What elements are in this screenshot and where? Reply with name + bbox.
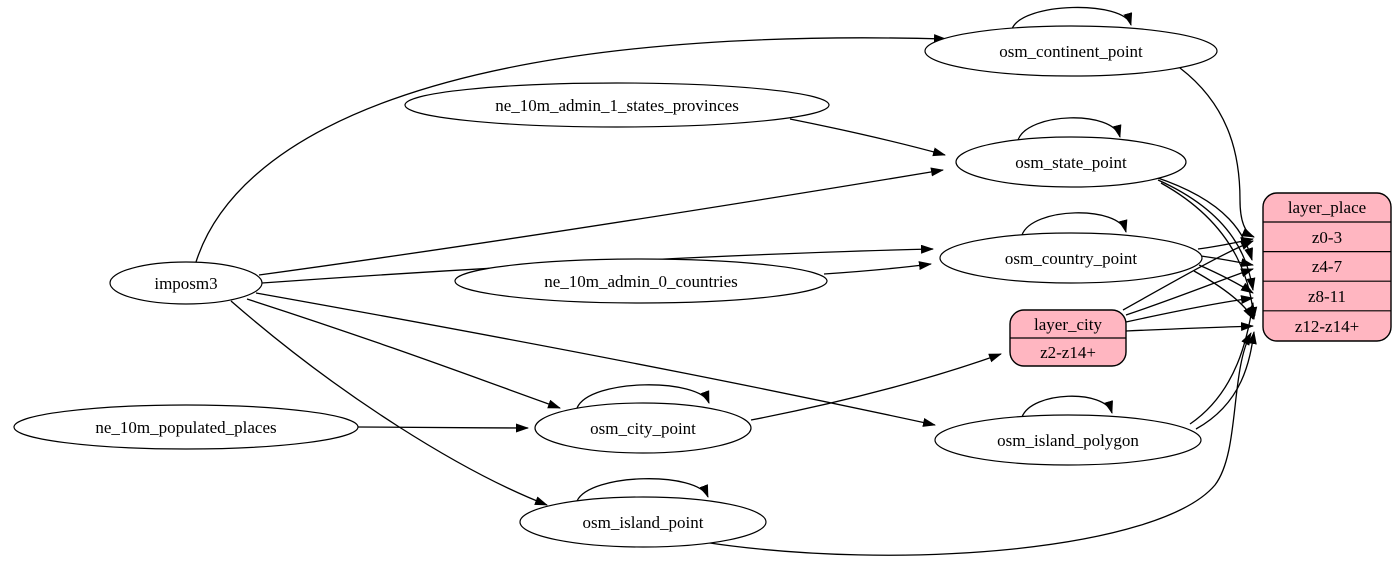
node-osm_island_point-label: osm_island_point bbox=[583, 513, 704, 532]
edge-osm_island_polygon-layer_place-z12-z14 bbox=[1195, 331, 1257, 430]
edge-osm_country_point-layer_place-z12-z14 bbox=[1193, 270, 1254, 320]
edge-osm_country_point-layer_place-z0-3 bbox=[1197, 236, 1254, 250]
edge-osm_city_point-layer_city-z2 bbox=[750, 353, 1002, 421]
node-ne_10m_populated_places-shape bbox=[13, 404, 359, 450]
node-osm_island_polygon-shape bbox=[934, 414, 1202, 466]
node-ne_10m_admin_1_states_provinces: ne_10m_admin_1_states_provinces bbox=[404, 82, 830, 128]
edge-imposm3-osm_continent_point bbox=[195, 34, 947, 263]
node-osm_island_polygon-label: osm_island_polygon bbox=[997, 431, 1139, 450]
node-osm_state_point-shape bbox=[955, 136, 1187, 188]
selfloop-osm_continent_point bbox=[1011, 6, 1133, 30]
record-layer_place-row-z12-z14: z12-z14+ bbox=[1295, 317, 1359, 336]
edge-imposm3-osm_state_point bbox=[258, 167, 944, 276]
record-layer_place-title: layer_place bbox=[1288, 198, 1366, 217]
edges bbox=[195, 6, 1258, 556]
node-osm_island_polygon: osm_island_polygon bbox=[934, 414, 1202, 466]
node-ne_10m_admin_0_countries-shape bbox=[454, 258, 828, 304]
node-osm_continent_point: osm_continent_point bbox=[924, 25, 1218, 77]
node-osm_city_point-shape bbox=[534, 402, 752, 454]
node-imposm3-shape bbox=[109, 261, 263, 305]
record-layer_place-row-z8-11: z8-11 bbox=[1308, 287, 1346, 306]
edge-layer_city-layer_place-z12-z14 bbox=[1125, 322, 1254, 332]
record-layer_city: layer_city z2-z14+ bbox=[1009, 309, 1127, 367]
edge-imposm3-osm_island_polygon bbox=[255, 292, 936, 427]
node-osm_city_point-label: osm_city_point bbox=[590, 419, 696, 438]
edge-osm_island_point-layer_place-z12-z14 bbox=[702, 332, 1252, 556]
record-layer_city-row-z2-z14: z2-z14+ bbox=[1040, 343, 1096, 362]
record-layer_place-row-z4-7: z4-7 bbox=[1312, 257, 1343, 276]
selfloop-osm_country_point bbox=[1021, 212, 1128, 236]
edge-osm_state_point-layer_place-z4-7 bbox=[1154, 176, 1253, 261]
edge-layer_city-layer_place-z8-11 bbox=[1125, 295, 1254, 323]
node-osm_country_point-label: osm_country_point bbox=[1005, 249, 1137, 268]
edge-imposm3-osm_island_point bbox=[230, 300, 548, 506]
edge-osm_state_point-layer_place-z8-11 bbox=[1157, 179, 1256, 291]
selfloop-osm_island_polygon bbox=[1021, 395, 1113, 418]
node-osm_country_point: osm_country_point bbox=[939, 232, 1203, 284]
edge-osm_island_polygon-layer_place-z8-11 bbox=[1189, 302, 1256, 425]
edge-ne_10m_admin_0_countries-osm_country_point bbox=[823, 261, 932, 275]
node-osm_island_point-shape bbox=[519, 496, 767, 548]
node-osm_state_point-label: osm_state_point bbox=[1015, 153, 1127, 172]
node-osm_island_point: osm_island_point bbox=[519, 496, 767, 548]
edge-imposm3-osm_city_point bbox=[246, 298, 561, 409]
selfloop-osm_city_point bbox=[576, 384, 710, 409]
edge-ne_10m_admin_1_states_provinces-osm_state_point bbox=[789, 118, 946, 157]
node-imposm3-label: imposm3 bbox=[154, 274, 217, 293]
record-layer_place-box bbox=[1262, 192, 1392, 342]
node-osm_country_point-shape bbox=[939, 232, 1203, 284]
selfloop-osm_island_point bbox=[576, 478, 709, 502]
edge-ne_10m_populated_places-osm_city_point bbox=[357, 423, 529, 433]
edge-osm_continent_point-layer_place-z0-3 bbox=[1179, 67, 1255, 238]
edge-osm_country_point-layer_place-z8-11 bbox=[1198, 264, 1254, 294]
record-layer_place: layer_place z0-3 z4-7 z8-11 z12-z14+ bbox=[1262, 192, 1392, 342]
node-ne_10m_admin_0_countries: ne_10m_admin_0_countries bbox=[454, 258, 828, 304]
record-layer_city-title: layer_city bbox=[1034, 315, 1102, 334]
node-ne_10m_admin_1_states_provinces-label: ne_10m_admin_1_states_provinces bbox=[495, 96, 739, 115]
node-ne_10m_admin_0_countries-label: ne_10m_admin_0_countries bbox=[544, 272, 738, 291]
node-ne_10m_populated_places: ne_10m_populated_places bbox=[13, 404, 359, 450]
node-osm_continent_point-shape bbox=[924, 25, 1218, 77]
edge-layer_city-layer_place-z0-3 bbox=[1122, 240, 1254, 311]
node-imposm3: imposm3 bbox=[109, 261, 263, 305]
edge-osm_country_point-layer_place-z4-7 bbox=[1200, 255, 1254, 268]
node-ne_10m_populated_places-label: ne_10m_populated_places bbox=[95, 418, 276, 437]
node-osm_continent_point-label: osm_continent_point bbox=[999, 42, 1143, 61]
node-osm_state_point: osm_state_point bbox=[955, 136, 1187, 188]
node-ne_10m_admin_1_states_provinces-shape bbox=[404, 82, 830, 128]
selfloop-osm_state_point bbox=[1017, 117, 1122, 141]
node-osm_city_point: osm_city_point bbox=[534, 402, 752, 454]
record-layer_place-row-z0-3: z0-3 bbox=[1312, 228, 1342, 247]
